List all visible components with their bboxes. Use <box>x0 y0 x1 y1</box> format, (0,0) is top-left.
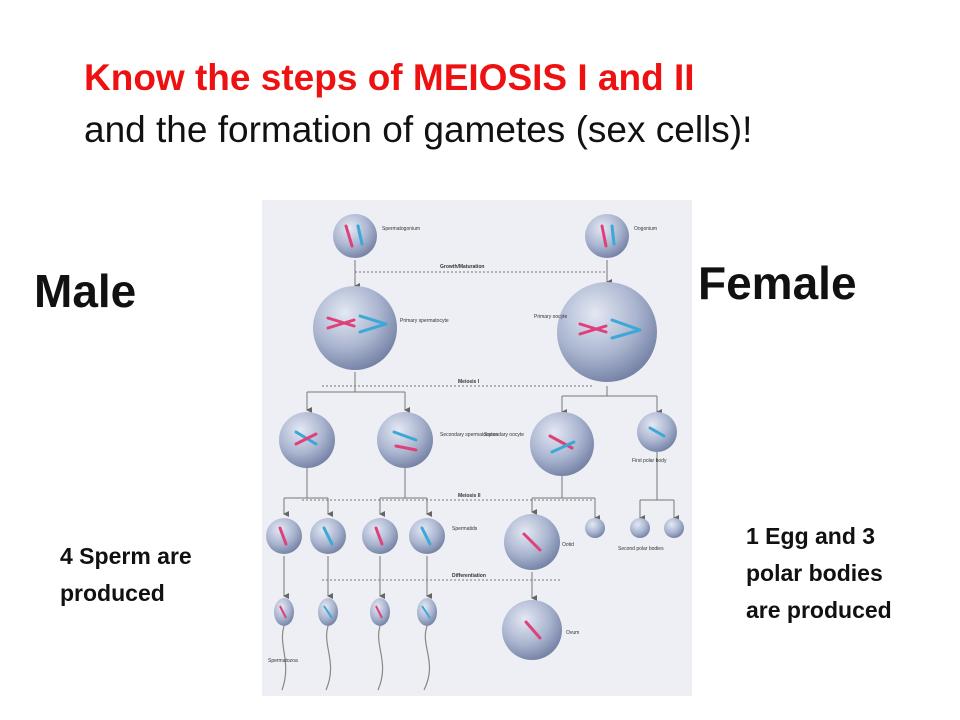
label-primary-oocyte: Primary oocyte <box>534 314 568 320</box>
slide-title: Know the steps of MEIOSIS I and II and t… <box>84 52 804 156</box>
label-growth: Growth/Maturation <box>440 264 484 270</box>
label-second-polar-bodies: Second polar bodies <box>618 546 664 552</box>
oogonium-cell <box>585 214 629 258</box>
gametogenesis-diagram: Spermatogonium Oogonium Growth/Maturatio… <box>262 200 692 696</box>
diagram-labels: Spermatogonium Oogonium Growth/Maturatio… <box>268 226 667 664</box>
female-note: 1 Egg and 3 polar bodies are produced <box>746 523 892 623</box>
label-differentiation: Differentiation <box>452 573 486 579</box>
label-oogonium: Oogonium <box>634 226 657 232</box>
label-spermatogonium: Spermatogonium <box>382 226 420 232</box>
label-meiosis-1: Meiosis I <box>458 379 480 385</box>
gametogenesis-svg: Spermatogonium Oogonium Growth/Maturatio… <box>266 214 684 691</box>
label-secondary-spermatocytes: Secondary spermatocytes <box>440 432 498 438</box>
chromosomes <box>278 224 666 640</box>
female-label: Female <box>698 257 857 309</box>
second-polar-body-cell-2 <box>630 518 650 538</box>
sperm-3 <box>370 598 390 691</box>
spermatozoa <box>274 598 437 691</box>
label-first-polar-body: First polar body <box>632 458 667 464</box>
sperm-1 <box>274 598 294 691</box>
title-highlight: Know the steps of MEIOSIS I and II <box>84 57 695 98</box>
label-ootid: Ootid <box>562 542 574 548</box>
second-polar-body-cell-1 <box>585 518 605 538</box>
secondary-spermatocyte-cell-2 <box>377 412 433 468</box>
sperm-4 <box>417 598 437 691</box>
label-secondary-oocyte: Secondary oocyte <box>484 432 524 438</box>
spermatogonium-cell <box>333 214 377 258</box>
second-polar-body-cell-3 <box>664 518 684 538</box>
label-primary-spermatocyte: Primary spermatocyte <box>400 318 449 324</box>
primary-spermatocyte-cell <box>313 286 397 370</box>
connector-lines <box>283 260 679 601</box>
sperm-2 <box>318 598 338 691</box>
male-note: 4 Sperm are produced <box>60 543 192 606</box>
label-spermatids: Spermatids <box>452 526 478 532</box>
label-meiosis-2: Meiosis II <box>458 493 481 499</box>
title-rest: and the formation of gametes (sex cells)… <box>84 109 753 150</box>
male-label: Male <box>34 265 137 317</box>
label-ovum: Ovum <box>566 630 579 636</box>
label-spermatozoa: Spermatozoa <box>268 658 298 664</box>
